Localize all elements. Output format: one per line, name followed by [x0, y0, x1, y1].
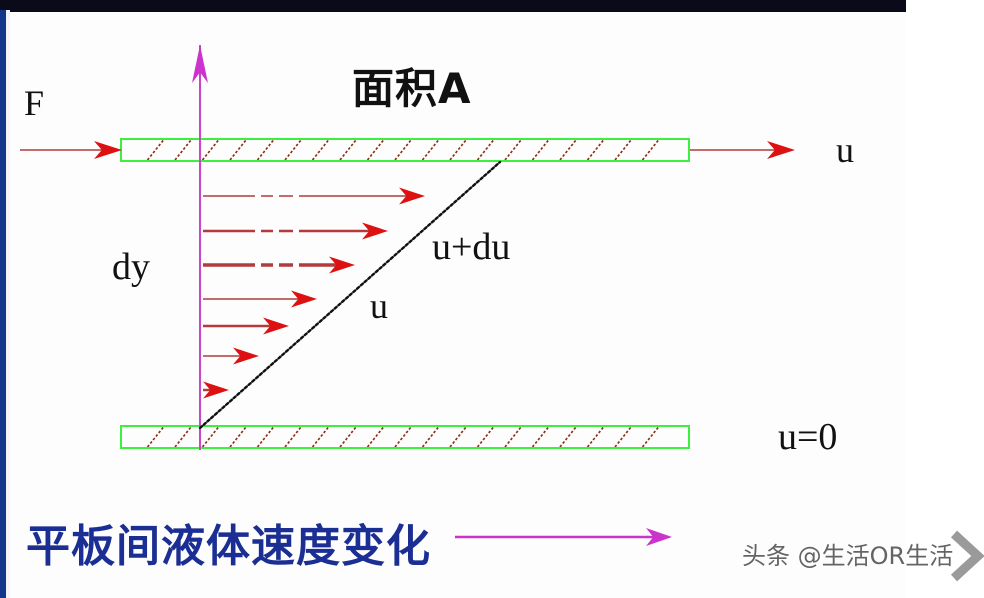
chevron-right-icon	[950, 530, 984, 582]
label-dy: dy	[112, 246, 150, 288]
lower-plate	[120, 425, 690, 449]
label-velocity-u-top: u	[836, 130, 854, 170]
upper-plate	[120, 138, 690, 162]
watermark-text: 头条 @生活OR生活	[742, 542, 954, 570]
lower-plate-hatching	[146, 427, 660, 447]
slide-caption: 平板间液体速度变化	[26, 521, 431, 572]
slide-left-border	[0, 10, 6, 598]
slide-right-margin	[906, 0, 984, 598]
upper-plate-hatching	[146, 140, 660, 160]
slide-left-border-inner	[6, 10, 10, 598]
label-velocity-u-plus-du: u+du	[432, 226, 511, 268]
label-force-F: F	[24, 83, 45, 123]
label-velocity-u-layer: u	[370, 286, 388, 326]
label-velocity-u-zero: u=0	[778, 416, 838, 458]
slide-top-band	[0, 0, 984, 12]
label-area-A: 面积A	[352, 64, 472, 113]
